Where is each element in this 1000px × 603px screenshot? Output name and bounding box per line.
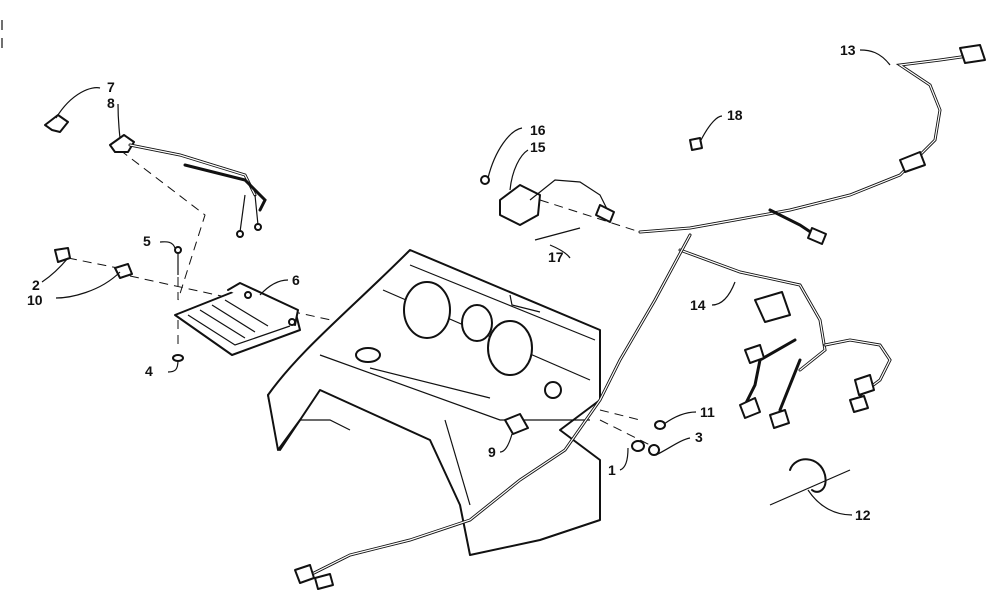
callout-7: 7 (107, 79, 115, 95)
washers (631, 420, 666, 456)
callout-3: 3 (695, 429, 703, 445)
leader-lines (41, 49, 891, 516)
callout-2: 2 (32, 277, 40, 293)
clip (689, 137, 703, 151)
callout-labels: 1 2 3 4 5 6 7 8 9 10 11 12 13 14 15 16 1… (27, 42, 871, 523)
callout-14: 14 (690, 297, 706, 313)
callout-16: 16 (530, 122, 546, 138)
wire-tie (769, 458, 851, 506)
callout-8: 8 (107, 95, 115, 111)
callout-5: 5 (143, 233, 151, 249)
wiring-harness (294, 44, 986, 590)
callout-9: 9 (488, 444, 496, 460)
callout-11: 11 (700, 404, 715, 420)
callout-15: 15 (530, 139, 546, 155)
gauge-knob (504, 413, 529, 435)
callout-4: 4 (145, 363, 153, 379)
callout-10: 10 (27, 292, 43, 308)
bracket-block (480, 175, 615, 241)
callout-17: 17 (548, 249, 564, 265)
mounting-plate (174, 282, 301, 356)
callout-6: 6 (292, 272, 300, 288)
callout-1: 1 (608, 462, 616, 478)
callout-13: 13 (840, 42, 856, 58)
switch-assembly (44, 114, 267, 238)
hardware (54, 246, 184, 362)
callout-12: 12 (855, 507, 871, 523)
callout-18: 18 (727, 107, 743, 123)
dash-panel (267, 249, 601, 556)
